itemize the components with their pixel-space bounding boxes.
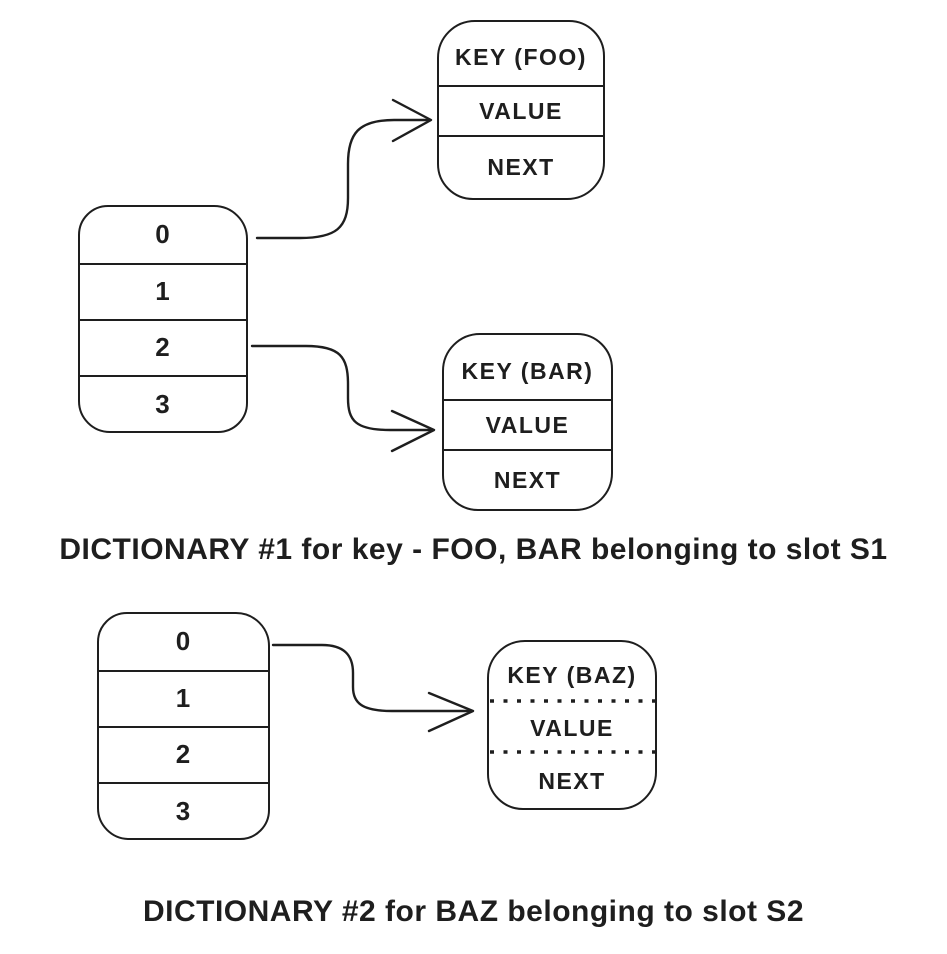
arrow-dict1-slot2-to-node-bar [250, 344, 436, 453]
node-bar-key: KEY (BAR) [461, 357, 594, 384]
dict1-slot-0: 0 [155, 219, 171, 250]
dict1-slot-1: 1 [80, 262, 246, 319]
hash-table-1: 0 1 2 3 [78, 205, 248, 433]
node-baz-next: NEXT [538, 767, 606, 794]
caption-dict1: DICTIONARY #1 for key - FOO, BAR belongi… [59, 533, 888, 566]
node-baz-key: KEY (BAZ) [507, 661, 637, 688]
dict2-slot-2: 2 [99, 725, 268, 782]
node-foo-next: NEXT [439, 135, 603, 198]
node-bar: KEY (BAR) VALUE NEXT [442, 333, 613, 511]
node-bar-next: NEXT [444, 449, 611, 509]
dict1-slot-3: 3 [80, 375, 246, 431]
caption-dict2: DICTIONARY #2 for BAZ belonging to slot … [142, 895, 805, 928]
node-foo-value: VALUE [439, 85, 603, 135]
node-baz-value: VALUE [530, 714, 614, 741]
arrow-dict1-slot0-to-node-foo [255, 98, 433, 240]
arrow-dict2-slot0-to-node-baz [271, 643, 475, 733]
dict1-slot-2: 2 [80, 318, 246, 375]
node-bar-value: VALUE [444, 399, 611, 449]
dict2-slot-3: 3 [99, 782, 268, 838]
node-baz: KEY (BAZ) VALUE NEXT [487, 640, 657, 810]
node-foo: KEY (FOO) VALUE NEXT [437, 20, 605, 200]
dict2-slot-0: 0 [175, 626, 192, 657]
node-foo-key: KEY (FOO) [455, 44, 587, 70]
hash-table-2: 0 1 2 3 [97, 612, 270, 840]
dict2-slot-1: 1 [99, 669, 268, 726]
